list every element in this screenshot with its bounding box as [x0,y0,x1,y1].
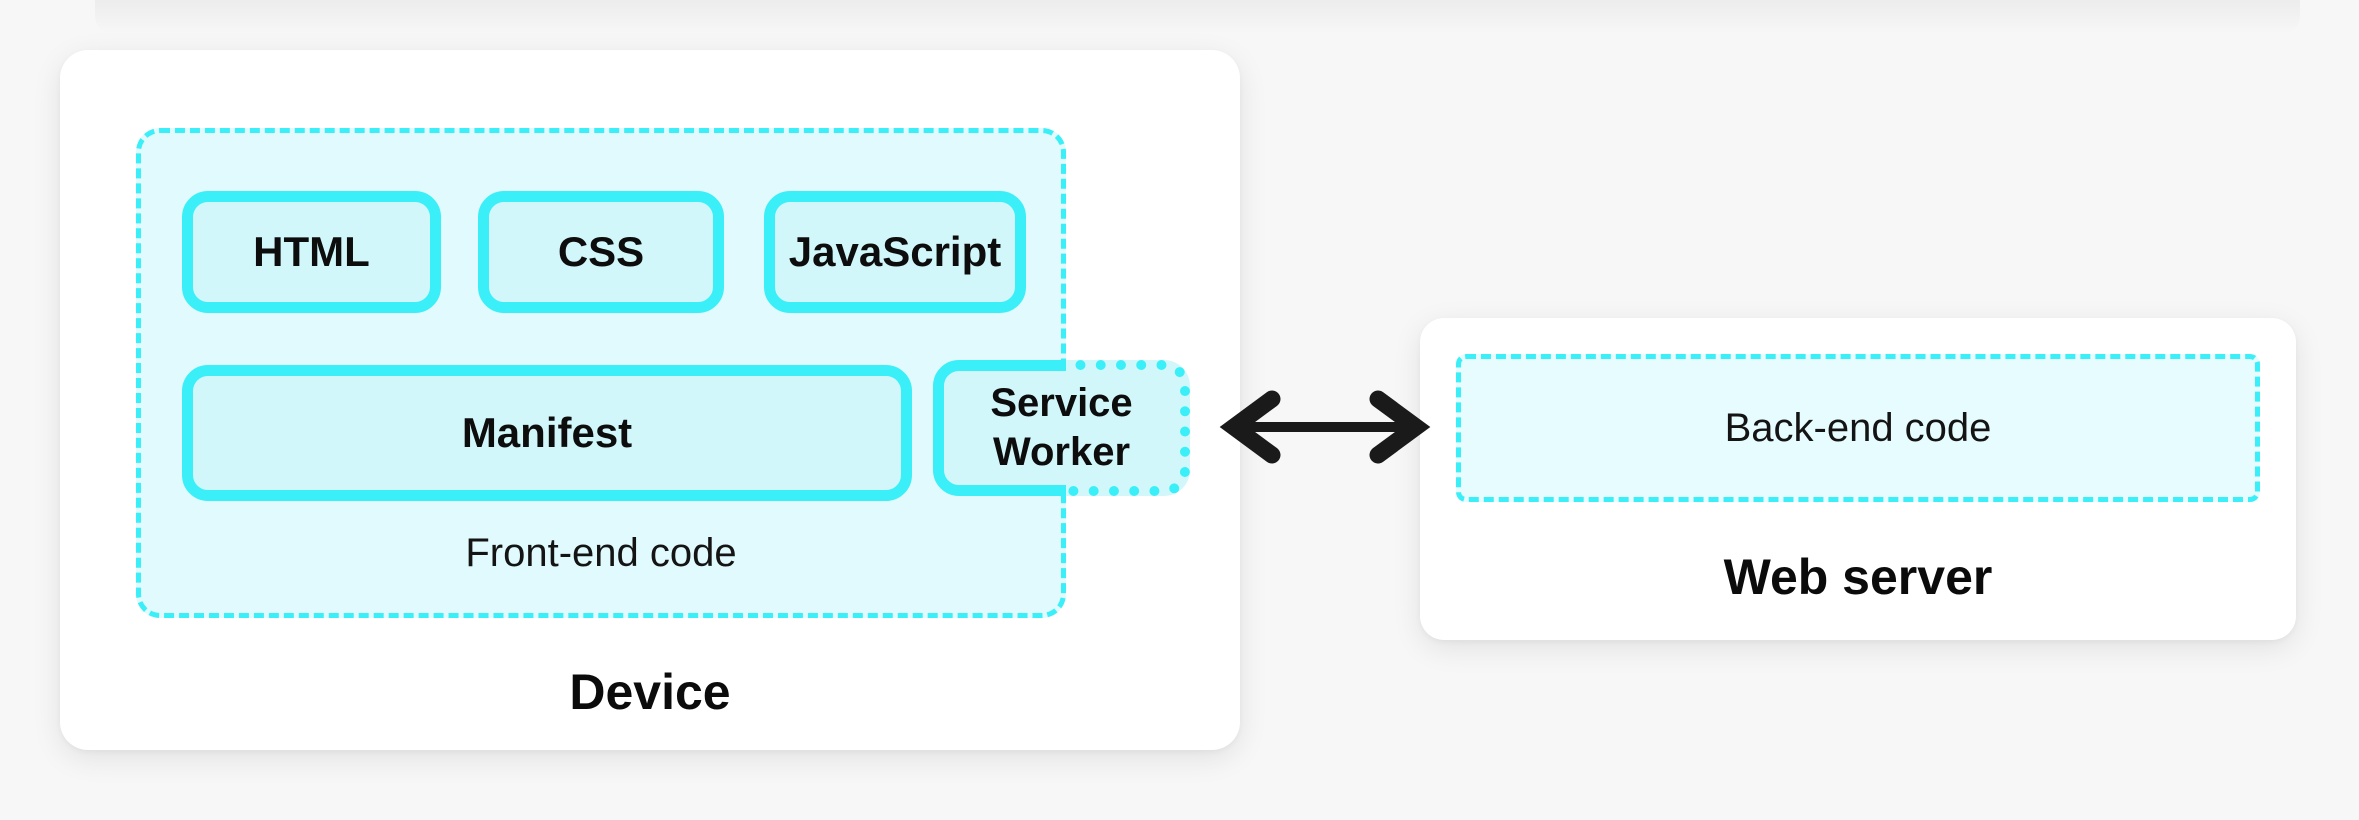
service-worker-border-solid [933,360,1066,496]
backend-code-label: Back-end code [1724,405,1992,450]
service-worker-border-dotted [1065,360,1190,496]
manifest-box-label: Manifest [461,408,633,456]
css-box-label: CSS [557,227,645,275]
javascript-box: JavaScript [764,191,1026,313]
service-worker-box: Service Worker [933,360,1190,496]
javascript-box-label: JavaScript [788,227,1002,275]
backend-code-container: Back-end code [1456,354,2260,502]
html-box: HTML [182,191,441,313]
device-panel: HTML CSS JavaScript Manifest Front-end c… [60,50,1240,750]
web-server-label: Web server [1723,549,1993,605]
manifest-box: Manifest [182,365,912,501]
html-box-label: HTML [253,227,370,275]
css-box: CSS [478,191,724,313]
bidirectional-arrow-icon [1219,390,1431,464]
frontend-code-container: HTML CSS JavaScript Manifest Front-end c… [136,128,1066,618]
frontend-code-label: Front-end code [465,531,737,575]
device-label: Device [569,664,731,720]
top-edge-shadow [95,0,2300,34]
service-worker-fill [933,360,1190,496]
web-server-panel: Back-end code Web server [1420,318,2296,640]
service-worker-label: Service Worker [990,381,1133,474]
